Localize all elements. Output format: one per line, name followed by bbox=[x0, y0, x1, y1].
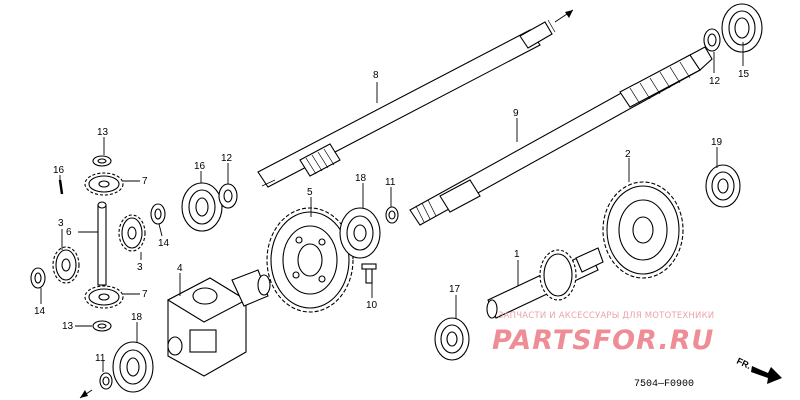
washer-13-bottom bbox=[92, 320, 112, 332]
bevel-gear-7-top bbox=[84, 172, 124, 196]
callout-12-left: 12 bbox=[221, 153, 233, 164]
bearing-18-bottom bbox=[112, 341, 154, 393]
callout-9: 9 bbox=[513, 108, 519, 119]
callout-8: 8 bbox=[373, 70, 379, 81]
bearing-19 bbox=[705, 164, 741, 208]
callout-19: 19 bbox=[711, 137, 723, 148]
direction-label: FR. bbox=[735, 356, 752, 371]
callout-17: 17 bbox=[449, 284, 461, 295]
callout-11-center: 11 bbox=[385, 177, 396, 188]
callout-14-left: 14 bbox=[34, 306, 46, 317]
shaft-8 bbox=[257, 9, 574, 188]
washer-14-right bbox=[150, 203, 166, 225]
callout-6: 6 bbox=[66, 227, 72, 238]
bevel-gear-7-bottom bbox=[84, 285, 124, 309]
callout-13-top: 13 bbox=[97, 127, 109, 138]
callout-14-right: 14 bbox=[158, 238, 170, 249]
callout-2: 2 bbox=[625, 149, 631, 160]
callout-18-bottom: 18 bbox=[131, 312, 143, 323]
watermark-tagline: ЗАПЧАСТИ И АКСЕССУАРЫ ДЛЯ МОТОТЕХНИКИ bbox=[498, 311, 714, 321]
callout-11-bottom: 11 bbox=[95, 353, 106, 364]
pinion-gear-3-left bbox=[52, 246, 80, 284]
countershaft-1 bbox=[486, 247, 604, 319]
pinion-gear-3-right bbox=[118, 214, 146, 252]
washer-12-left bbox=[218, 183, 238, 209]
pin-15 bbox=[58, 179, 64, 195]
bolt-10 bbox=[361, 263, 377, 284]
callout-5: 5 bbox=[307, 187, 313, 198]
callout-13-bottom: 13 bbox=[62, 321, 74, 332]
callout-7-bottom: 7 bbox=[142, 289, 148, 300]
pinion-shaft-6 bbox=[97, 201, 107, 286]
watermark-logo: PARTSFOR.RU bbox=[492, 325, 714, 356]
washer-14-left bbox=[30, 267, 46, 289]
front-direction-arrow: FR. bbox=[735, 356, 782, 384]
callout-10: 10 bbox=[366, 300, 378, 311]
callout-7-top: 7 bbox=[142, 176, 148, 187]
gear-5 bbox=[266, 207, 354, 313]
bearing-16-top bbox=[721, 3, 763, 53]
callout-12-top: 12 bbox=[709, 76, 721, 87]
callout-3-left: 3 bbox=[58, 218, 64, 229]
callout-18-center: 18 bbox=[355, 173, 367, 184]
washer-13-top bbox=[92, 155, 112, 167]
gear-2 bbox=[602, 181, 684, 279]
washer-11-center bbox=[385, 206, 399, 224]
callout-3-right: 3 bbox=[137, 262, 143, 273]
leader-lines bbox=[40, 42, 744, 372]
callout-1: 1 bbox=[514, 249, 520, 260]
bearing-17 bbox=[434, 317, 470, 361]
callout-16-left: 16 bbox=[194, 161, 206, 172]
callout-16-top: 15 bbox=[738, 69, 750, 80]
bearing-18-center bbox=[339, 207, 381, 259]
callout-4: 4 bbox=[177, 263, 183, 274]
shaft-9 bbox=[409, 46, 713, 226]
bearing-16-left bbox=[181, 182, 223, 232]
washer-12-top bbox=[703, 28, 721, 52]
figure-code: 7504—F0900 bbox=[634, 379, 694, 390]
callout-15: 16 bbox=[53, 165, 65, 176]
washer-11-bottom bbox=[99, 372, 113, 390]
differential-case-4 bbox=[166, 269, 271, 377]
